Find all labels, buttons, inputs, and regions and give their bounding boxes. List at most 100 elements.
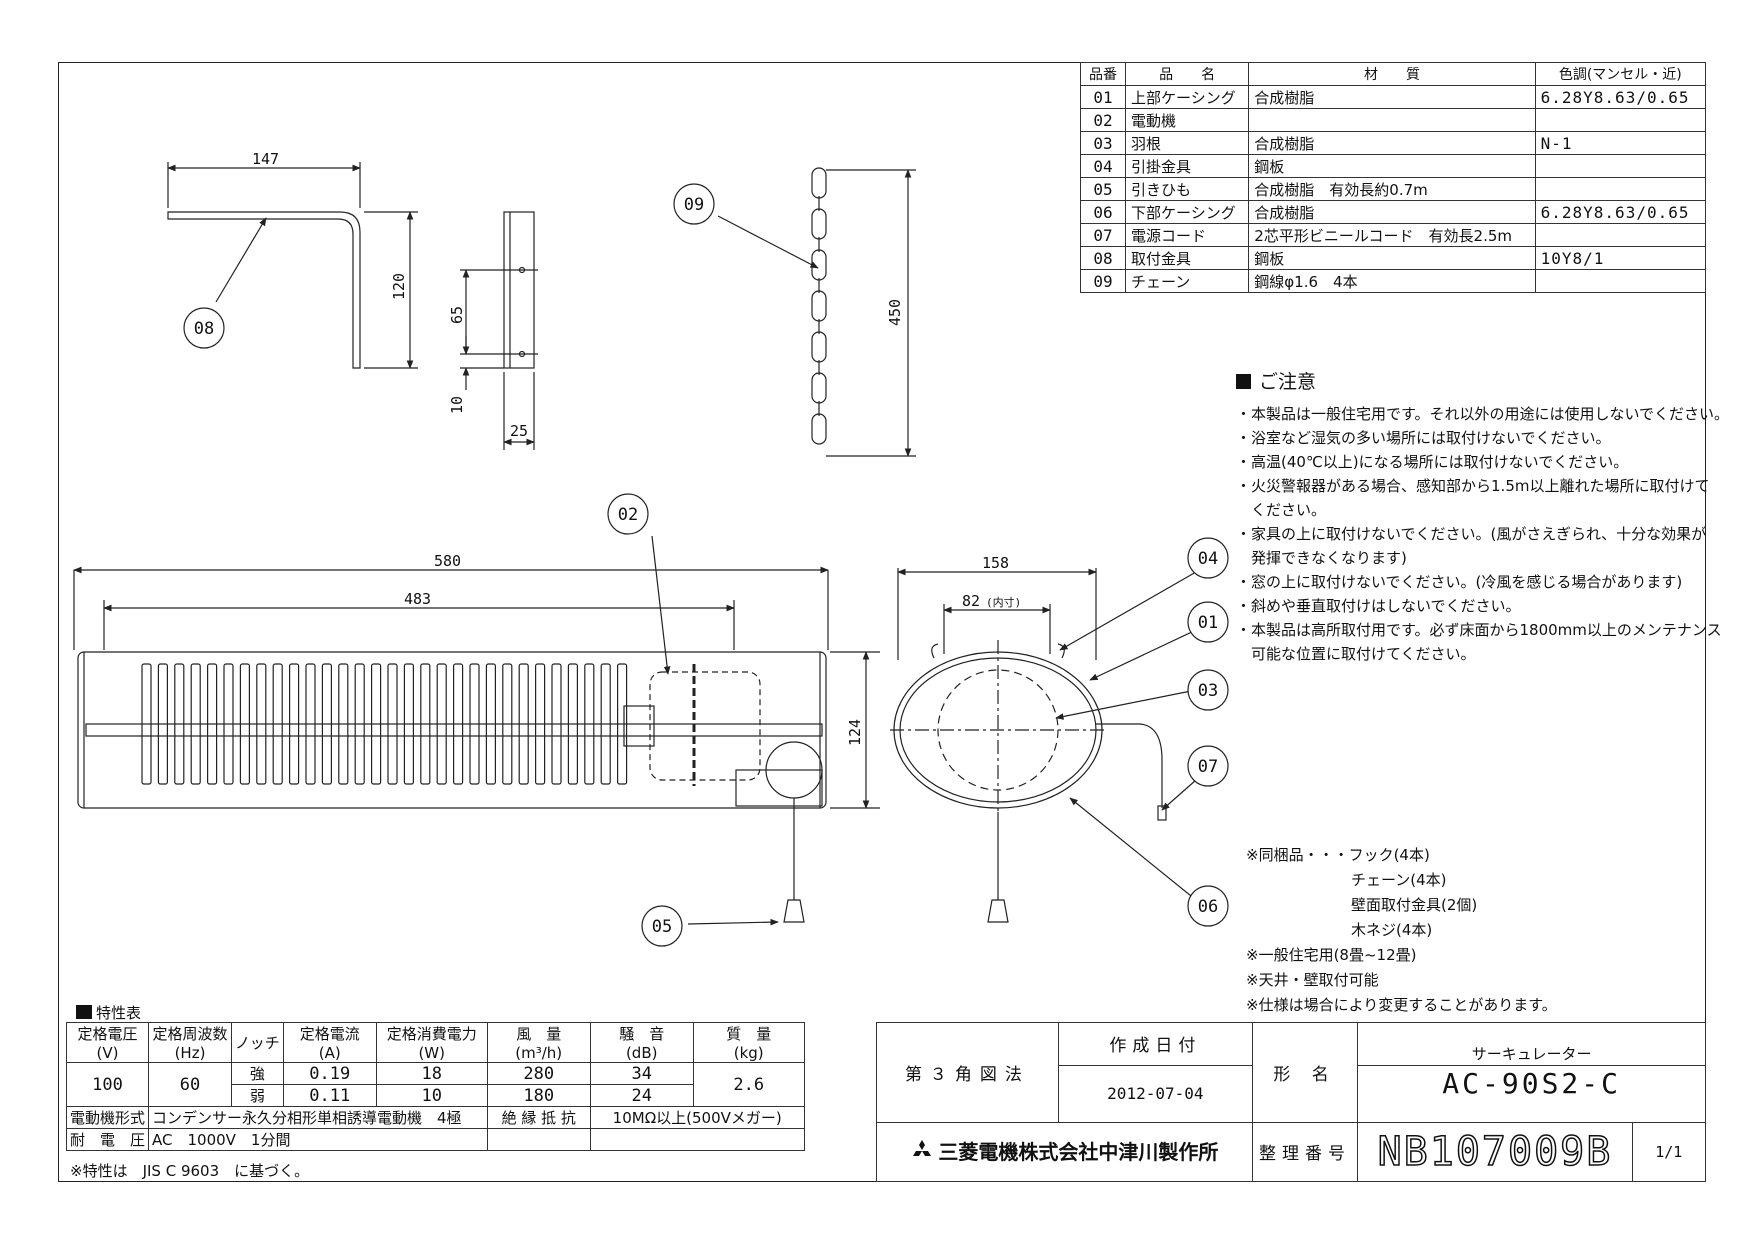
model-number: AC-90S2-C [1357,1064,1706,1123]
mitsubishi-logo-icon [910,1140,934,1167]
part-number: 06 [1080,200,1126,224]
part-number: 03 [1080,131,1126,155]
dim-bracket-depth: 25 [510,422,528,440]
part-name: 下部ケーシング [1124,200,1250,224]
spec-note: ※特性は JIS C 9603 に基づく。 [70,1162,310,1180]
chain-link [811,372,827,404]
spec-header-voltage: 定格電圧(V) [65,1022,150,1063]
spec-motor-value: コンデンサー永久分相形単相誘導電動機 4極 [148,1106,488,1129]
spec-header-air: 風 量(m³/h) [486,1022,591,1063]
callout-04: 04 [1198,549,1218,569]
spec-motor-label: 電動機形式 [65,1106,150,1129]
parts-header-name: 品 名 [1124,62,1250,86]
spec-header-frequency: 定格周波数(Hz) [148,1022,233,1063]
spec-noise-high: 34 [589,1062,694,1085]
spec-insulation-value: 10MΩ以上(500Vメガー) [589,1106,805,1129]
spec-voltage: 100 [65,1062,150,1107]
part-material [1248,108,1536,132]
callout-08: 08 [194,319,214,339]
part-number: 09 [1080,269,1126,293]
caution-line: ・本製品は一般住宅用です。それ以外の用途には使用しないでください。 [1236,405,1730,423]
spec-notch-low: 弱 [231,1084,284,1107]
dim-bracket-width: 147 [252,150,279,168]
dim-inner-label: (内寸) [986,595,1021,609]
bundled-item-line: ※天井・壁取付可能 [1246,971,1379,989]
bundled-item-line: ※同梱品・・・フック(4本) [1246,846,1430,864]
bundled-item-line: ※一般住宅用(8畳~12畳) [1246,946,1417,964]
spec-air-low: 180 [486,1084,591,1107]
product-name: サーキュレーター [1357,1022,1706,1066]
callout-09: 09 [684,195,704,215]
created-label: 作成日付 [1057,1022,1253,1066]
callout-01: 01 [1198,613,1218,633]
chain-link [811,167,827,199]
spec-header-notch: ノッチ [231,1022,284,1063]
caution-line: ・斜めや垂直取付けはしないでください。 [1236,597,1521,615]
spec-mass: 2.6 [692,1062,805,1107]
spec-notch-high: 強 [231,1062,284,1085]
caution-line: ・浴室など湿気の多い場所には取付けないでください。 [1236,429,1611,447]
dim-inner-width: 82 [962,592,980,610]
part-material: 鋼線φ1.6 4本 [1248,269,1536,293]
drawing-frame [58,62,1706,1182]
spec-air-high: 280 [486,1062,591,1085]
bundled-item-line: ※仕様は場合により変更することがあります。 [1246,996,1557,1014]
doc-label: 整理番号 [1251,1121,1359,1183]
caution-line: ・高温(40℃以上)になる場所には取付けないでください。 [1236,453,1629,471]
projection-method: 第３角図法 [876,1022,1059,1123]
caution-line: 可能な位置に取付けてください。 [1236,645,1476,663]
caution-line: ・家具の上に取付けないでください。(風がさえぎられ、十分な効果が [1236,525,1707,543]
spec-power-high: 18 [375,1062,488,1085]
spec-withstand-label: 耐 電 圧 [65,1128,150,1151]
dim-hole-offset: 10 [448,396,466,414]
chain-link [811,290,827,322]
bundled-item-line: 木ネジ(4本) [1246,921,1433,939]
spec-header-mass: 質 量(kg) [692,1022,805,1063]
company-name: 三菱電機株式会社中津川製作所 [876,1121,1253,1183]
dim-bracket-height: 120 [390,273,408,300]
spec-current-high: 0.19 [282,1062,377,1085]
spec-noise-low: 24 [589,1084,694,1107]
bracket-shape [167,211,361,369]
chain-drawing [811,167,827,445]
part-color [1534,269,1707,293]
chain-link [811,208,827,240]
part-name: チェーン [1124,269,1250,293]
caution-notes: ご注意 ・本製品は一般住宅用です。それ以外の用途には使用しないでください。・浴室… [1236,370,1730,666]
caution-line: ・火災警報器がある場合、感知部から1.5m以上離れた場所に取付けて [1236,477,1710,495]
bullet-square-icon [76,1005,92,1019]
bundled-item-line: 壁面取付金具(2個) [1246,896,1478,914]
caution-line: ・本製品は高所取付用です。必ず床面から1800mm以上のメンテナンス [1236,621,1722,639]
callout-03: 03 [1198,681,1218,701]
chain-link [811,249,827,281]
callout-02: 02 [618,505,638,525]
bullet-square-icon [1236,374,1251,389]
bundled-item-line: チェーン(4本) [1246,871,1447,889]
dim-hole-pitch: 65 [448,306,466,324]
callout-06: 06 [1198,897,1218,917]
model-label: 形 名 [1251,1022,1359,1123]
part-name: 引掛金具 [1124,154,1250,178]
bundled-items: ※同梱品・・・フック(4本) チェーン(4本) 壁面取付金具(2個) 木ネジ(4… [1246,843,1557,1018]
spec-current-low: 0.11 [282,1084,377,1107]
callout-07: 07 [1198,757,1218,777]
chain-link [811,331,827,363]
spec-frequency: 60 [148,1062,233,1107]
title-block: 第３角図法 作成日付 形 名 サーキュレーター 2012-07-04 AC-90… [876,1022,1707,1183]
part-material: 鋼板 [1248,154,1536,178]
part-name: 電源コード [1124,223,1250,247]
dim-body-height: 124 [846,719,864,746]
caution-title: ご注意 [1259,371,1317,393]
part-name: 取付金具 [1124,246,1250,270]
spec-header-noise: 騒 音(dB) [589,1022,694,1063]
caution-line: ください。 [1236,501,1327,519]
spec-header-power: 定格消費電力(W) [375,1022,488,1063]
